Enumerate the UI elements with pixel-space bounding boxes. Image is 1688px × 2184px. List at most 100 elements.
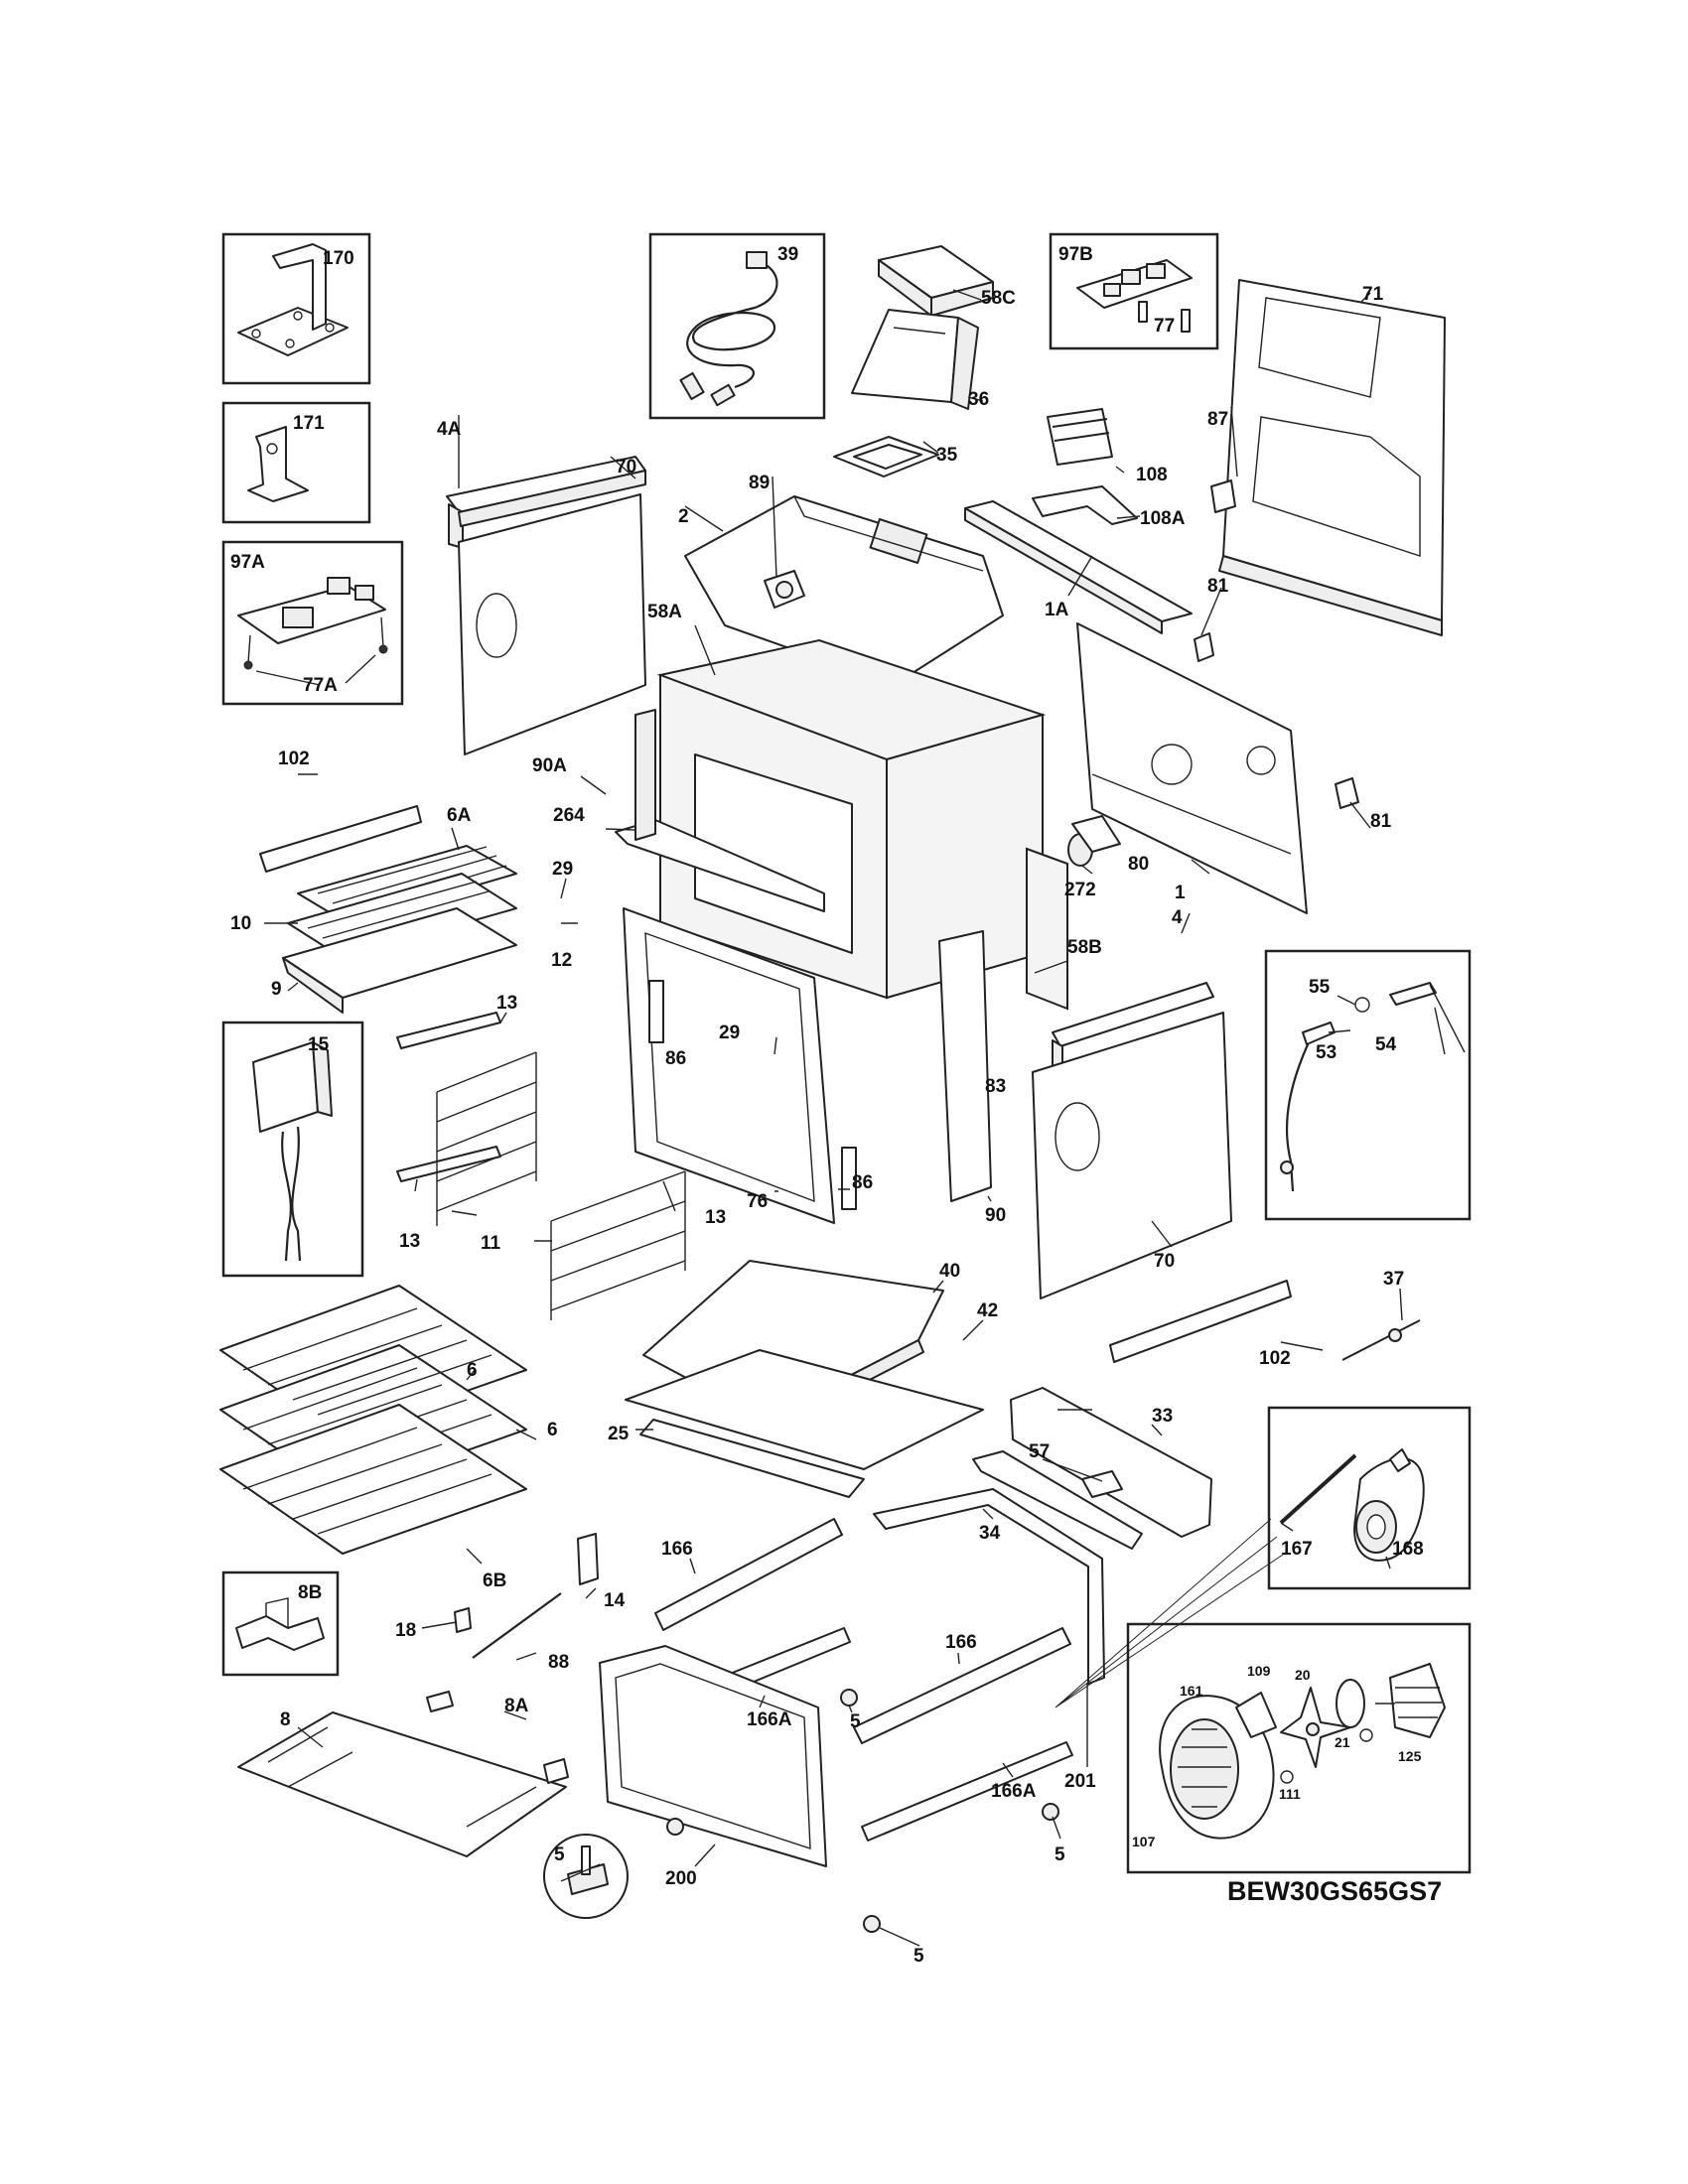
callout-10: 10 [230,913,251,934]
callout-166A-upper: 166A [747,1709,792,1730]
part-1A-rail [964,500,1193,634]
callout-170: 170 [323,248,354,269]
part-108-switch [1047,408,1113,466]
part-6B-rack [219,1404,527,1555]
callout-70-lower: 70 [1154,1251,1175,1272]
callout-39: 39 [777,244,798,265]
callout-8B: 8B [298,1582,322,1603]
callout-8A: 8A [504,1696,529,1716]
callout-2: 2 [678,506,689,527]
callout-21: 21 [1335,1734,1350,1750]
part-37-sensor [1341,1319,1421,1361]
callout-83: 83 [985,1076,1006,1097]
part-8-drawer-liner [237,1711,567,1857]
callout-55: 55 [1309,977,1331,998]
callout-97A: 97A [230,552,265,573]
part-76-door-frame [623,907,835,1224]
callout-5-a: 5 [850,1711,861,1732]
callout-1A: 1A [1045,600,1069,620]
inset-box-170 [221,232,371,385]
callout-29-upper: 29 [552,859,573,880]
callout-42: 42 [977,1300,998,1321]
callout-77: 77 [1154,316,1175,337]
callout-36: 36 [968,389,989,410]
callout-90: 90 [985,1205,1006,1226]
part-9-broiler-pan [282,907,517,1014]
callout-86-left: 86 [665,1048,686,1069]
part-4A-top-rail [446,456,646,549]
callout-18: 18 [395,1620,416,1641]
part-13-rack-guides-left [396,1012,501,1182]
part-102-upper-rail [259,805,422,873]
callout-109: 109 [1247,1663,1271,1679]
part-70-right-side-panel [1032,1012,1232,1299]
callout-88: 88 [548,1652,569,1673]
callout-166A-lower: 166A [991,1781,1037,1802]
callout-9: 9 [271,979,282,1000]
callout-58B: 58B [1067,937,1102,958]
inset-box-8B [221,1570,340,1677]
part-8A-clips [426,1691,569,1784]
inset-box-97B [1049,232,1219,350]
callout-97B: 97B [1058,244,1093,265]
callout-20: 20 [1295,1667,1311,1683]
callout-201: 201 [1064,1771,1096,1792]
part-81-clips [1194,632,1359,809]
callout-102-upper: 102 [278,749,310,769]
callout-40: 40 [939,1261,960,1282]
part-58B-insulation-side [1026,847,1068,1011]
callout-125: 125 [1398,1748,1422,1764]
callout-13-b: 13 [399,1231,420,1252]
callout-54: 54 [1375,1034,1397,1055]
callout-12: 12 [551,950,572,971]
inset-box-54 [1264,949,1472,1221]
callout-6-b: 6 [547,1420,558,1440]
callout-111: 111 [1279,1786,1301,1802]
callout-200: 200 [665,1868,697,1889]
leader-lines [264,289,1446,1947]
part-1-rear-wall [1076,622,1308,914]
callout-11: 11 [481,1233,501,1254]
part-35-gasket [833,436,939,478]
part-87-bracket [1210,479,1236,513]
part-200-drawer-front [599,1645,827,1867]
inset-box-171 [221,401,371,524]
part-71-rear-panel [1218,279,1446,636]
part-89-thermostat [764,570,805,609]
part-36-vent-duct [851,309,979,410]
part-90A-insulation [634,709,656,841]
callout-90A: 90A [532,755,567,776]
callout-6B: 6B [483,1570,506,1591]
part-201-drawer-frame [873,1488,1105,1685]
callout-168: 168 [1392,1539,1424,1560]
part-108A-bracket [1032,485,1138,525]
part-14-18-88-latch [454,1533,599,1659]
model-number: BEW30GS65GS7 [1227,1876,1442,1906]
inset-box-convection-fan [1126,1622,1472,1874]
callout-5-b: 5 [1055,1844,1065,1865]
callout-58A: 58A [647,602,682,622]
callout-37: 37 [1383,1269,1404,1290]
callout-107: 107 [1132,1834,1156,1849]
callout-108A: 108A [1140,508,1186,529]
callout-166-left: 166 [661,1539,693,1560]
callout-102-lower: 102 [1259,1348,1291,1369]
callout-161: 161 [1180,1683,1203,1699]
callout-171: 171 [293,413,325,434]
callout-34: 34 [979,1523,1001,1544]
callout-81-upper: 81 [1207,576,1229,597]
callout-6-a: 6 [467,1360,478,1381]
part-272-80-light-socket [1067,815,1121,867]
part-11-rack-supports [436,1051,686,1320]
callout-33: 33 [1152,1406,1173,1427]
part-33-rear-bracket [1010,1387,1212,1538]
callout-272: 272 [1064,880,1096,900]
part-10-broiler-insert [287,873,517,959]
callout-86-right: 86 [852,1172,873,1193]
callout-80: 80 [1128,854,1149,875]
inset-box-167-168 [1267,1406,1472,1590]
part-58C-vent-box [878,245,994,317]
callout-6A: 6A [447,805,472,826]
callout-5-d: 5 [554,1844,565,1865]
